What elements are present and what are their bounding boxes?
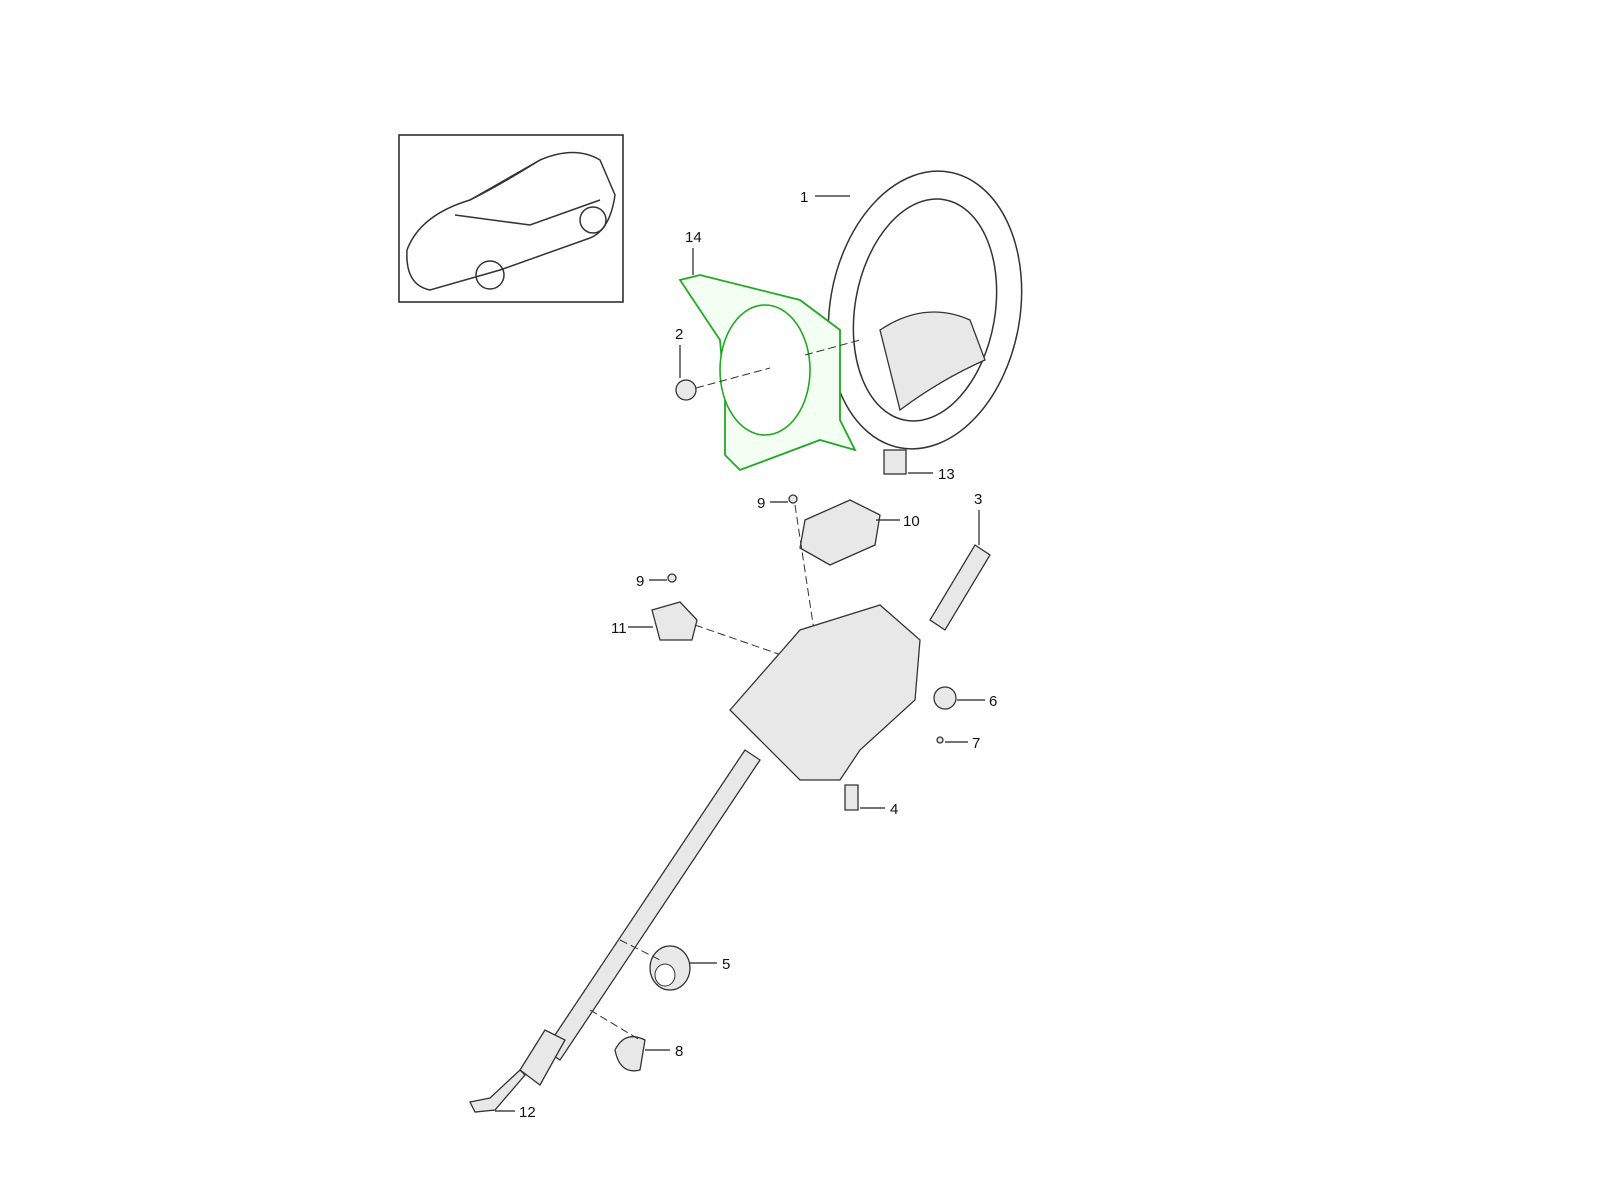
nut[interactable]	[675, 379, 697, 401]
callout-label: 11	[611, 620, 627, 637]
clip[interactable]	[883, 449, 907, 475]
callout-2[interactable]: 2	[675, 326, 683, 378]
callout-4[interactable]: 4	[860, 801, 898, 818]
screw-lower[interactable]	[667, 573, 677, 583]
callout-label: 4	[890, 801, 898, 818]
callout-12[interactable]: 13	[908, 466, 955, 483]
callout-10[interactable]: 10	[876, 513, 920, 530]
callout-9-lower[interactable]: 9	[636, 573, 667, 590]
callout-label: 2	[675, 326, 683, 343]
callout-11[interactable]: 11	[611, 620, 653, 637]
clamp-bolt[interactable]	[469, 1069, 526, 1113]
callout-5[interactable]: 5	[690, 956, 730, 973]
callout-label: 12	[519, 1104, 536, 1121]
screw[interactable]	[936, 736, 944, 744]
callout-label: 3	[974, 491, 982, 508]
callout-label: 1	[800, 189, 808, 206]
callout-label: 8	[675, 1043, 683, 1060]
steering-column[interactable]	[519, 544, 991, 1086]
callout-7[interactable]: 7	[945, 735, 980, 752]
screw-upper[interactable]	[788, 494, 798, 504]
vehicle-thumbnail[interactable]	[398, 134, 624, 303]
bolt[interactable]	[844, 784, 859, 811]
callout-label: 9	[636, 573, 644, 590]
callout-label: 7	[972, 735, 980, 752]
switch-module[interactable]	[651, 601, 698, 641]
cap[interactable]	[933, 686, 957, 710]
callout-label: 10	[903, 513, 920, 530]
callout-label: 5	[722, 956, 730, 973]
callout-label: 13	[938, 466, 955, 483]
callout-label: 14	[685, 229, 702, 246]
callout-3[interactable]: 3	[974, 491, 982, 545]
callout-label: 6	[989, 693, 997, 710]
callout-8[interactable]: 8	[645, 1043, 683, 1060]
callout-14[interactable]: 14	[685, 229, 702, 275]
callout-13[interactable]: 12	[495, 1104, 536, 1121]
callout-9-upper[interactable]: 9	[757, 495, 788, 512]
trim-cover-highlighted[interactable]	[678, 274, 857, 472]
callout-6[interactable]: 6	[957, 693, 997, 710]
control-unit[interactable]	[799, 499, 881, 566]
callout-label: 9	[757, 495, 765, 512]
steering-wheel[interactable]	[807, 156, 1043, 465]
boot[interactable]	[614, 1036, 646, 1072]
callout-1[interactable]: 1	[800, 189, 850, 206]
